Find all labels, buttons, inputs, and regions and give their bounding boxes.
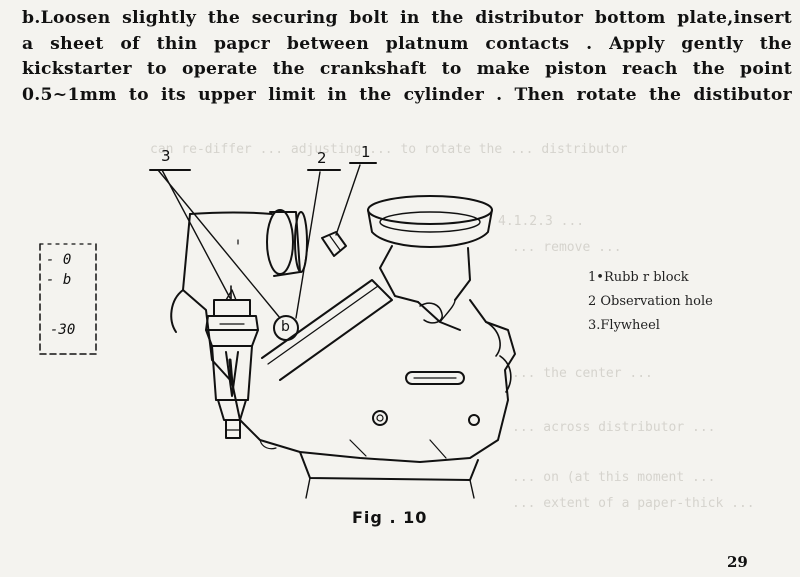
callout-2: 2 [317,149,327,167]
paragraph-line: 0.5~1mm to its upper limit in the cylind… [22,84,792,105]
figure-legend: 1•Rubb r block 2 Observation hole 3.Flyw… [588,266,713,338]
paragraph-line: kickstarter to operate the crankshaft to… [22,59,792,79]
scale-mark-0: - 0 [46,252,72,268]
legend-item: 2 Observation hole [588,294,713,309]
body-paragraph: b.Loosen slightly the securing bolt in t… [22,6,792,108]
scale-mark-30: -30 [50,322,76,338]
legend-item: 3.Flywheel [588,318,660,333]
page-number: 29 [727,553,748,571]
paragraph-line: a sheet of thin papcr between platnum co… [22,33,792,54]
callout-b: b [281,319,290,335]
scale-mark-b: - b [46,272,72,288]
callout-3: 3 [161,147,171,165]
callout-1: 1 [361,143,371,161]
paragraph-line: b.Loosen slightly the securing bolt in t… [22,8,792,28]
figure-caption: Fig . 10 [352,508,428,527]
legend-item: 1•Rubb r block [588,270,689,285]
